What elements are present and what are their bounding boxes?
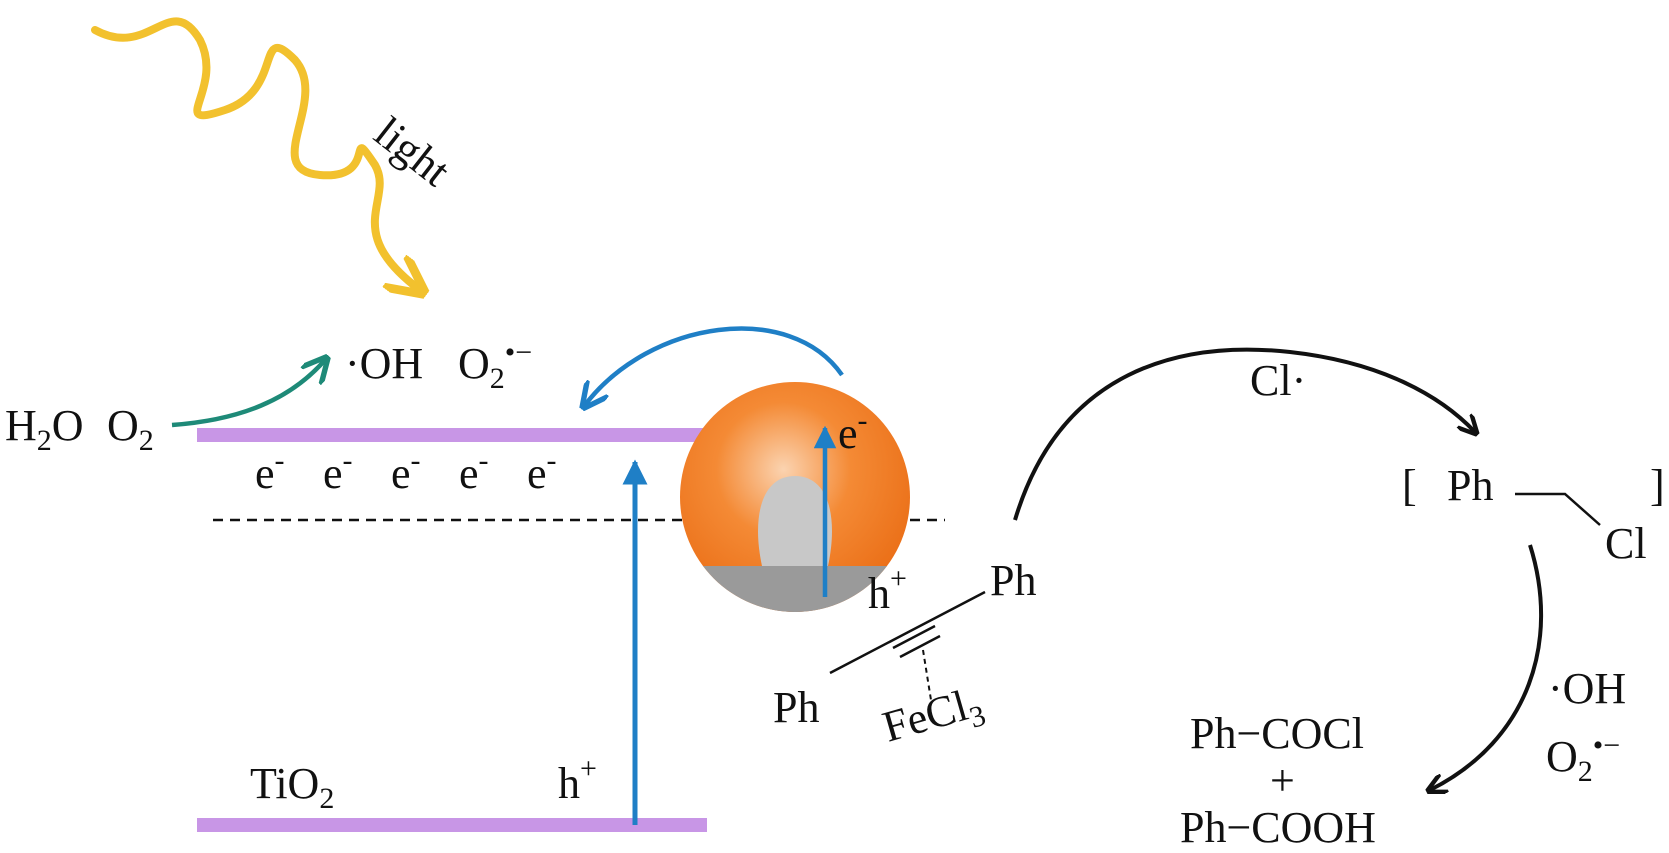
chlorine-radical-label: Cl· bbox=[1250, 356, 1306, 405]
sphere-hole-label: h+ bbox=[868, 562, 907, 618]
electron-label: e- bbox=[323, 444, 353, 498]
o2-label: O2 bbox=[107, 401, 154, 457]
alkyne-molecule bbox=[829, 590, 986, 701]
light-wave-icon bbox=[91, 17, 420, 290]
valence-hole-label: h+ bbox=[558, 752, 597, 808]
sphere-electron-label: e- bbox=[838, 404, 868, 458]
electron-label: e- bbox=[459, 444, 489, 498]
electron-label: e- bbox=[527, 444, 557, 498]
bracket-open: [ bbox=[1402, 461, 1417, 510]
product-acyl-chloride: Ph−COCl bbox=[1190, 709, 1364, 758]
oxidation-arrow-icon bbox=[1430, 544, 1544, 790]
electron-label: e- bbox=[391, 444, 421, 498]
superoxide-label: O2•− bbox=[458, 336, 532, 395]
product-carboxylic-acid: Ph−COOH bbox=[1180, 803, 1376, 852]
intermediate-bond bbox=[1515, 492, 1601, 526]
teal-arrow-icon bbox=[171, 360, 325, 428]
radicals-o2-label: O2•− bbox=[1546, 729, 1620, 788]
electron-transfer-arrow-icon bbox=[585, 326, 844, 405]
plus-sign: + bbox=[1270, 756, 1295, 805]
chlorine-radical-arrow-icon bbox=[1013, 347, 1475, 521]
bracket-close: ] bbox=[1650, 461, 1665, 510]
electron-row: e- e- e- e- e- bbox=[255, 444, 557, 498]
intermediate-ph-label: Ph bbox=[1447, 461, 1493, 510]
electron-label: e- bbox=[255, 444, 285, 498]
conduction-band bbox=[197, 428, 707, 442]
fecl3-label: FeCl3 bbox=[877, 677, 989, 759]
ph-label-upper: Ph bbox=[990, 556, 1036, 605]
ph-label-lower: Ph bbox=[773, 683, 819, 732]
tio2-label: TiO2 bbox=[250, 759, 334, 815]
h2o-label: H2O bbox=[5, 401, 84, 457]
radicals-oh-label: ·OH bbox=[1548, 664, 1626, 713]
intermediate-cl-label: Cl bbox=[1605, 519, 1647, 568]
hydroxyl-radical-label: ·OH bbox=[345, 339, 423, 388]
valence-band bbox=[197, 818, 707, 832]
